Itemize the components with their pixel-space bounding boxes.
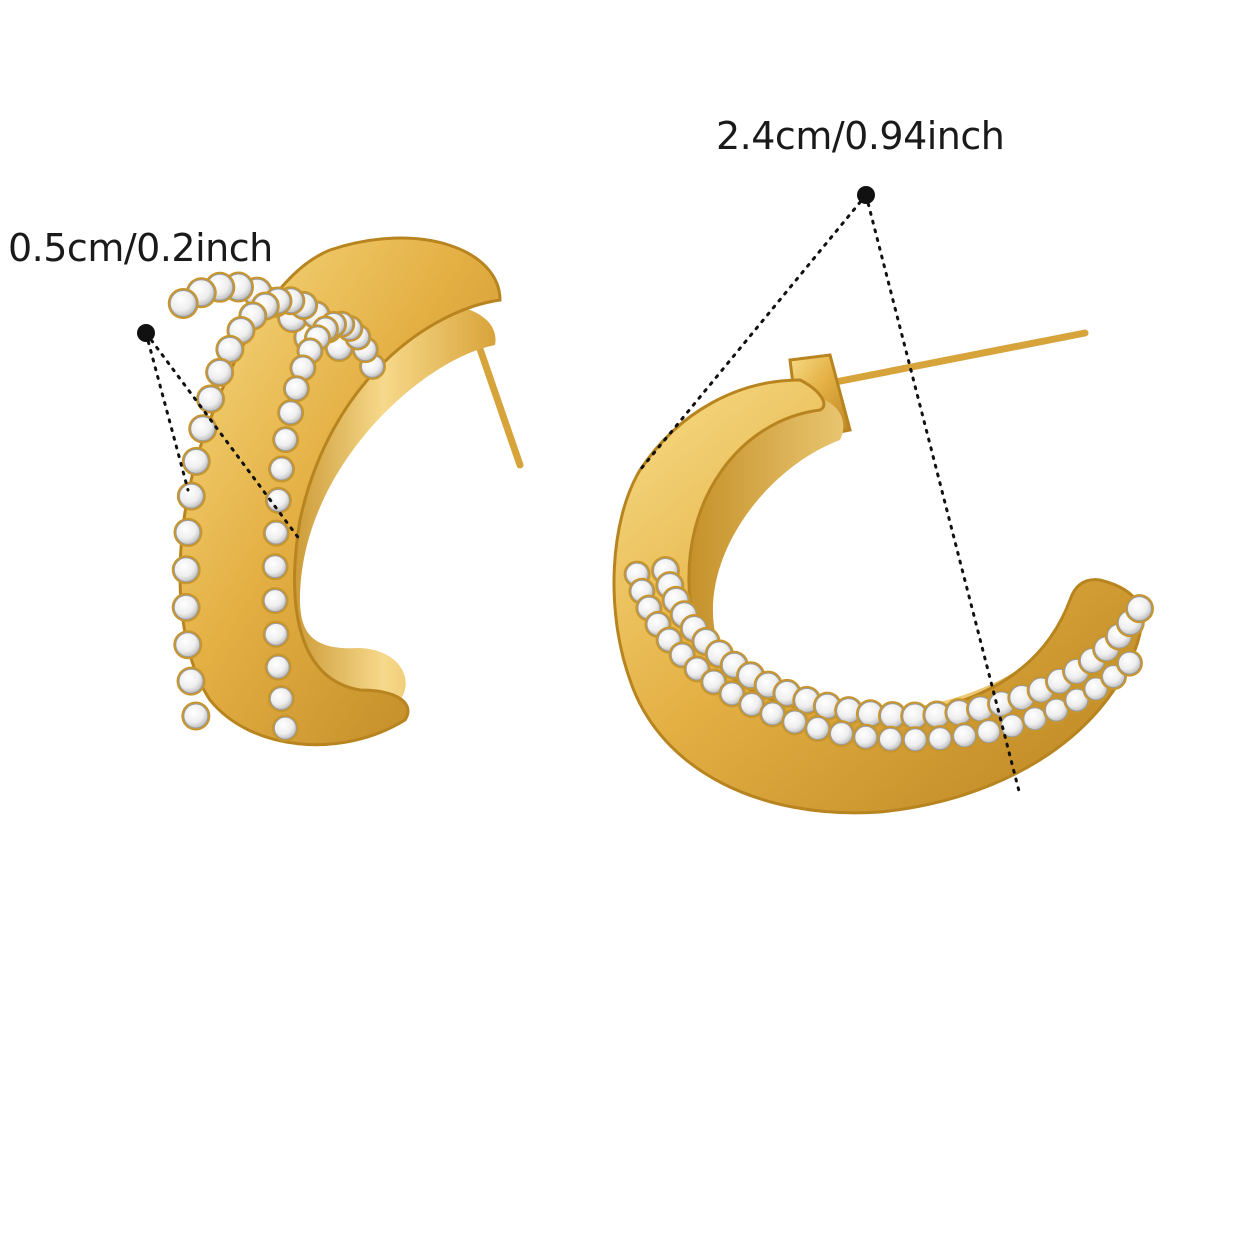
rhinestone [175, 519, 201, 545]
rhinestone [183, 703, 209, 729]
rhinestone [953, 724, 977, 748]
diameter-dotted-line-1 [638, 193, 868, 472]
rhinestone [263, 555, 287, 579]
rhinestone [175, 632, 201, 658]
rhinestone [720, 682, 744, 706]
width-dotted-line-2 [144, 331, 302, 542]
right-earring-stones [623, 556, 1154, 754]
rhinestone [740, 693, 764, 717]
rhinestone [270, 457, 294, 481]
width-label: 0.5cm/0.2inch [8, 226, 273, 270]
rhinestone [274, 428, 298, 452]
rhinestone [830, 722, 854, 746]
rhinestone [761, 702, 785, 726]
width-dotted-line-1 [144, 331, 190, 492]
left-earring-stones [167, 271, 386, 742]
rhinestone [806, 717, 830, 741]
rhinestone [178, 668, 204, 694]
rhinestone [702, 670, 726, 694]
rhinestone [269, 687, 293, 711]
rhinestone [217, 336, 243, 362]
rhinestone [1126, 596, 1152, 622]
rhinestone [183, 448, 209, 474]
rhinestone [1023, 707, 1047, 731]
diameter-dotted-line-2 [864, 193, 1022, 797]
rhinestone [198, 386, 224, 412]
rhinestone [266, 488, 290, 512]
rhinestone [273, 716, 297, 740]
rhinestone [207, 359, 233, 385]
rhinestone [264, 622, 288, 646]
rhinestone [854, 725, 878, 749]
rhinestone [263, 589, 287, 613]
rhinestone [284, 377, 308, 401]
rhinestone [1000, 714, 1024, 738]
rhinestone [928, 727, 952, 751]
rhinestone [1044, 698, 1068, 722]
rhinestone [1117, 651, 1141, 675]
rhinestone [173, 557, 199, 583]
rhinestone [1084, 677, 1108, 701]
rhinestone [279, 401, 303, 425]
rhinestone [169, 289, 197, 317]
diameter-measurement [638, 186, 1022, 797]
right-earring [612, 329, 1154, 815]
rhinestone [264, 521, 288, 545]
rhinestone [903, 728, 927, 752]
right-earring-post [816, 329, 1089, 389]
rhinestone [977, 720, 1001, 744]
rhinestone [783, 710, 807, 734]
rhinestone [266, 655, 290, 679]
width-measurement [137, 324, 302, 542]
rhinestone [173, 594, 199, 620]
rhinestone [190, 416, 216, 442]
diameter-label: 2.4cm/0.94inch [716, 114, 1005, 158]
rhinestone [1065, 688, 1089, 712]
rhinestone [178, 483, 204, 509]
rhinestone [878, 727, 902, 751]
left-earring [167, 236, 524, 747]
